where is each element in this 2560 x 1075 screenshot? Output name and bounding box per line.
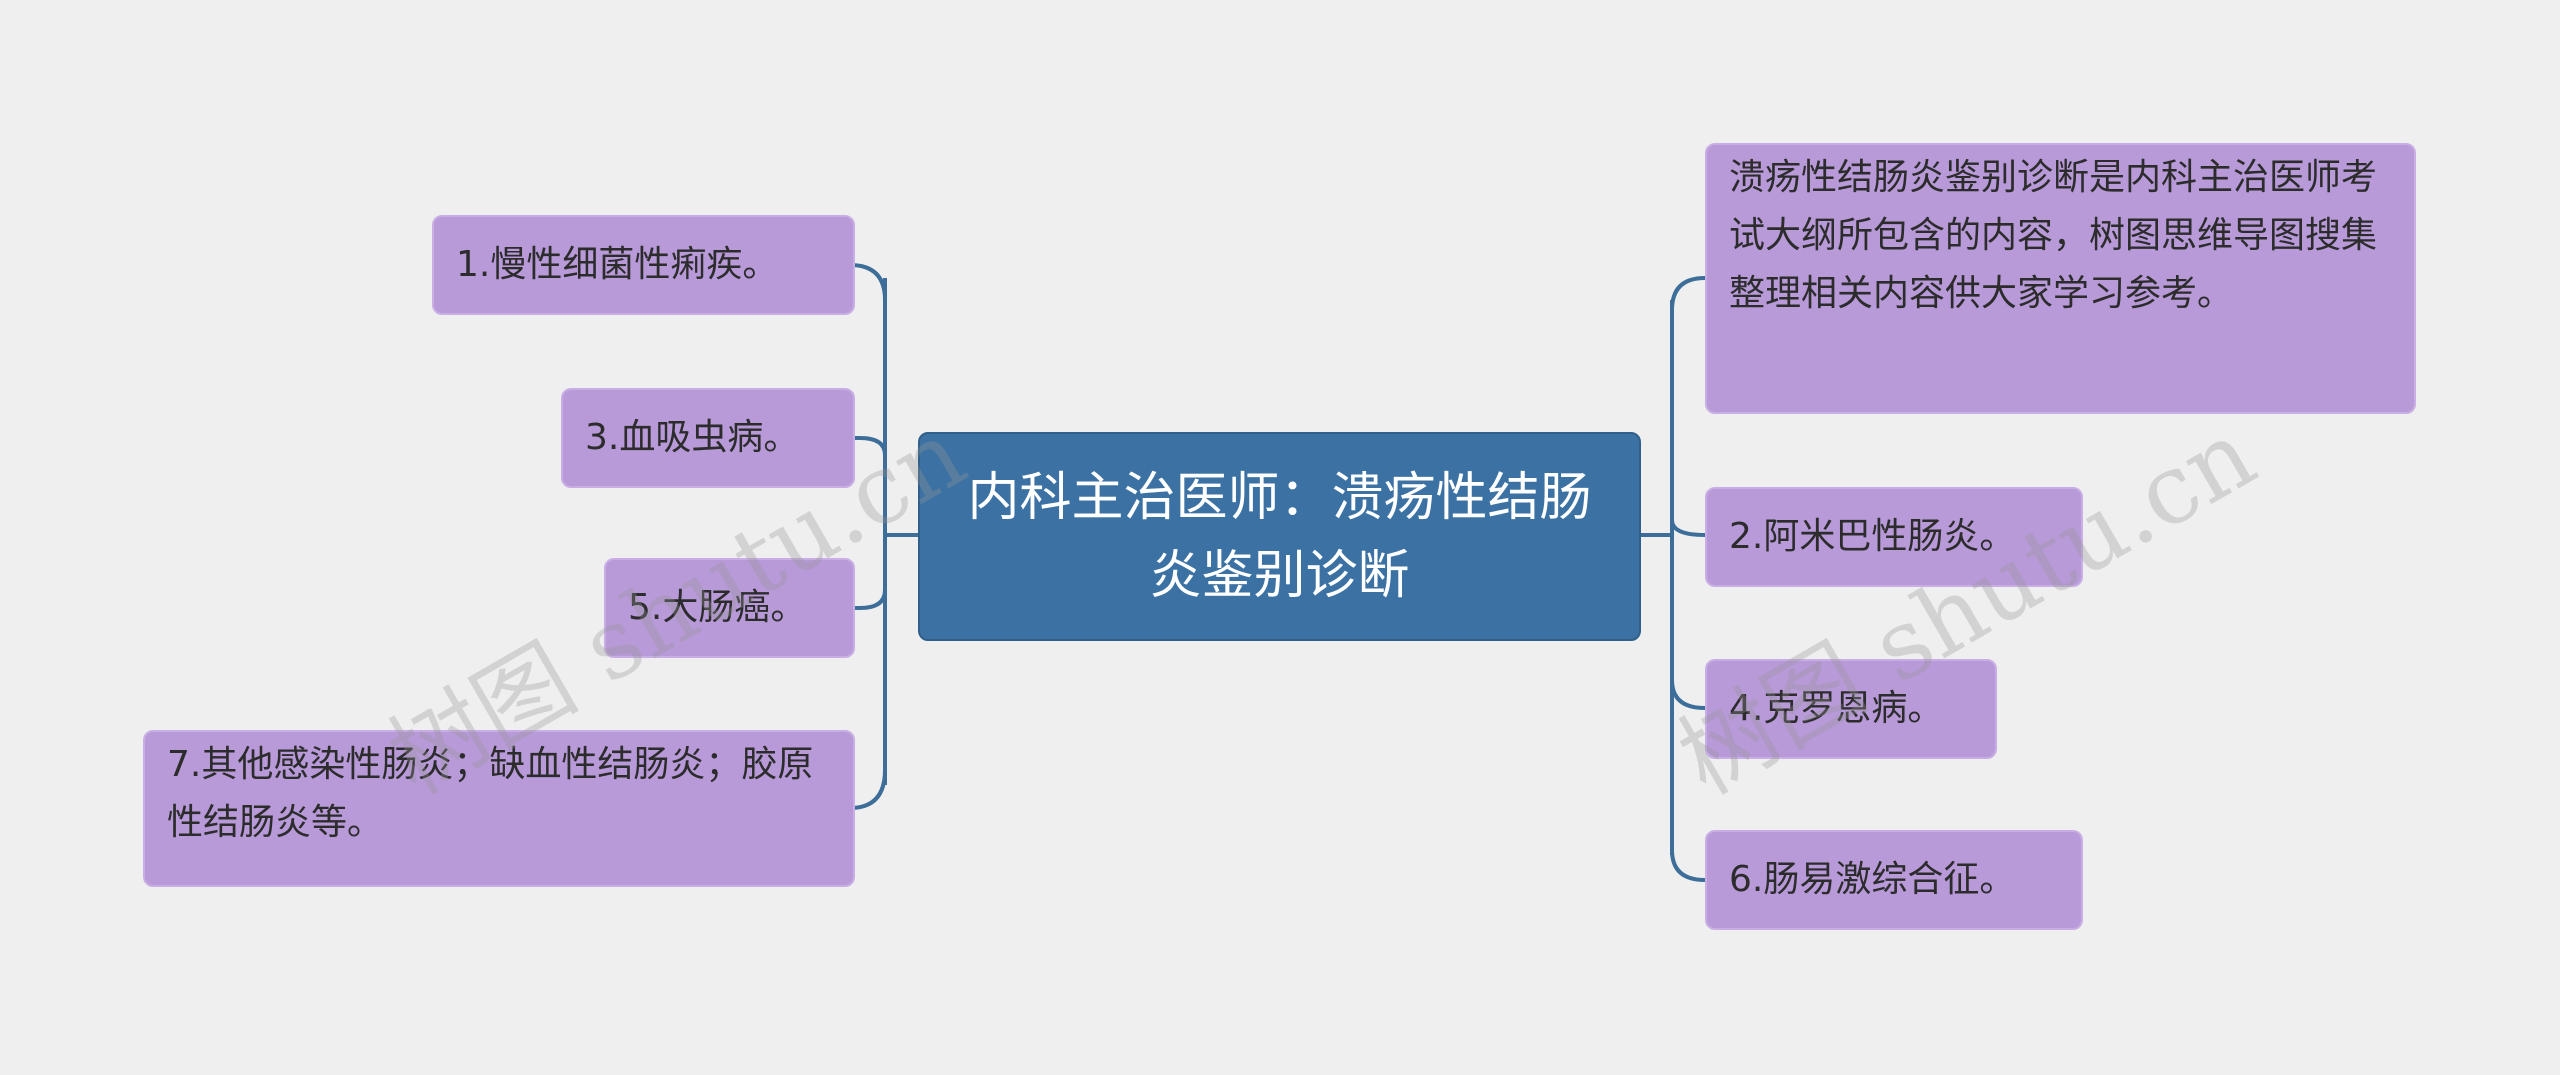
topic-schistosomiasis[interactable]: 3.血吸虫病。 [561,388,855,488]
central-topic-text: 内科主治医师：溃疡性结肠炎鉴别诊断 [967,467,1592,606]
connector-left-1 [849,263,887,301]
central-topic[interactable]: 内科主治医师：溃疡性结肠炎鉴别诊断 [918,432,1641,641]
topic-colorectal-cancer[interactable]: 5.大肠癌。 [604,558,855,658]
topic-crohns-disease[interactable]: 4.克罗恩病。 [1705,659,1997,759]
topic-label: 1.慢性细菌性痢疾。 [456,244,779,285]
connector-right-trunk [1641,300,1674,855]
topic-label: 2.阿米巴性肠炎。 [1729,516,2016,557]
topic-amoebic-colitis[interactable]: 2.阿米巴性肠炎。 [1705,487,2083,587]
topic-label: 6.肠易激综合征。 [1729,859,2016,900]
topic-label: 7.其他感染性肠炎；缺血性结肠炎；胶原性结肠炎等。 [167,744,814,843]
connector-left-trunk [883,278,918,785]
connector-left-5 [855,589,887,610]
connector-left-7 [849,769,887,810]
connector-right-6 [1670,849,1706,882]
connector-right-0 [1670,276,1706,311]
topic-label: 溃疡性结肠炎鉴别诊断是内科主治医师考试大纲所包含的内容，树图思维导图搜集整理相关… [1729,157,2378,314]
topic-ibs[interactable]: 6.肠易激综合征。 [1705,830,2083,930]
topic-intro-note[interactable]: 溃疡性结肠炎鉴别诊断是内科主治医师考试大纲所包含的内容，树图思维导图搜集整理相关… [1705,143,2416,414]
topic-other-colitis[interactable]: 7.其他感染性肠炎；缺血性结肠炎；胶原性结肠炎等。 [143,730,855,887]
topic-label: 5.大肠癌。 [628,587,807,628]
connector-right-2 [1670,519,1706,537]
connector-right-4 [1670,679,1706,710]
topic-chronic-bacillary-dysentery[interactable]: 1.慢性细菌性痢疾。 [432,215,855,315]
topic-label: 3.血吸虫病。 [585,417,800,458]
topic-label: 4.克罗恩病。 [1729,688,1944,729]
connector-left-3 [855,436,887,456]
